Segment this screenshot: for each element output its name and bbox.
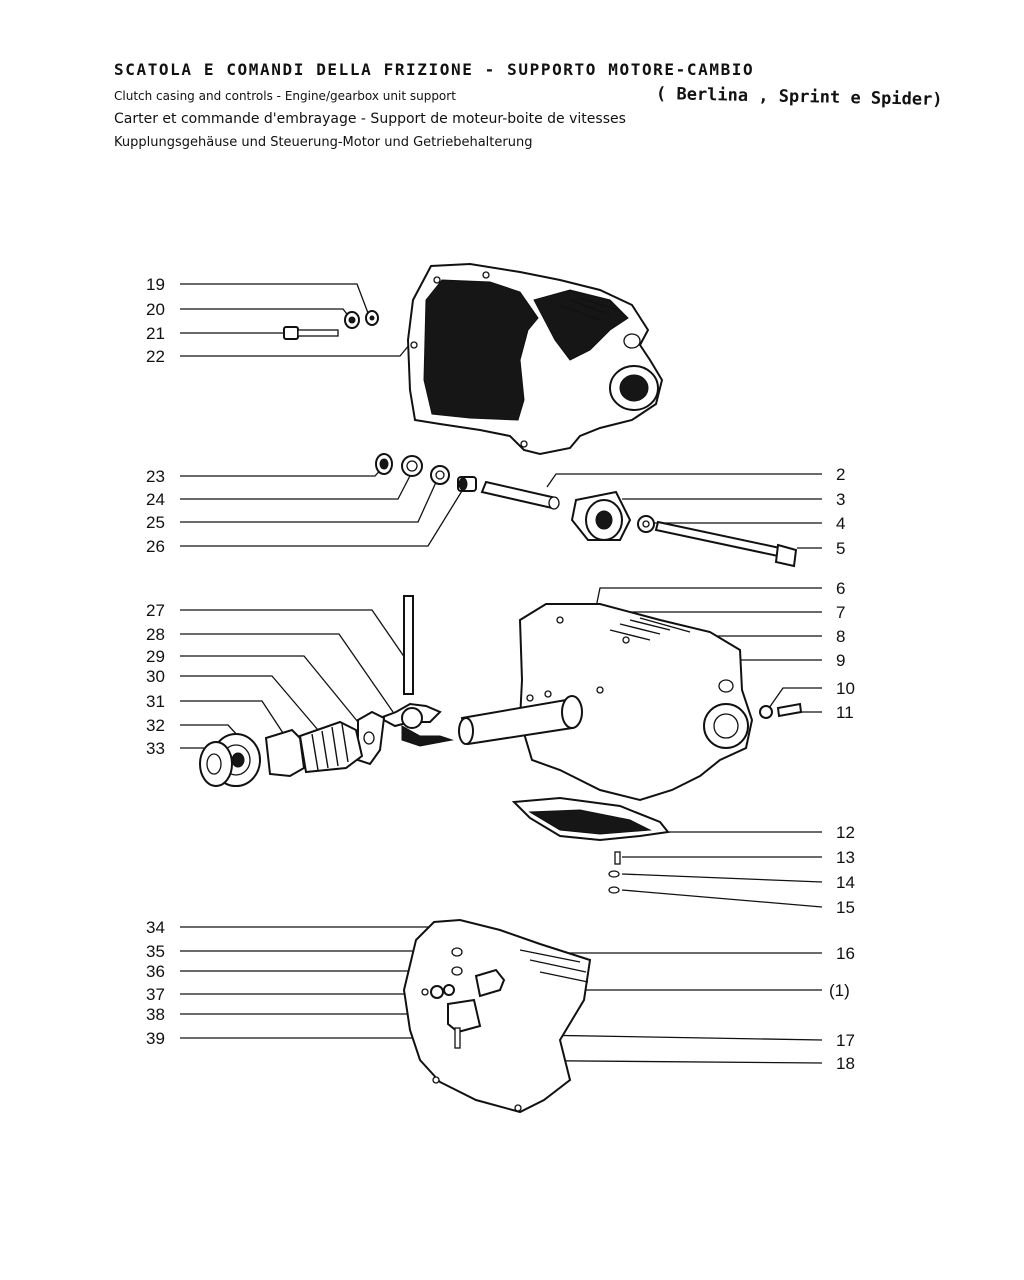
callout-9: 9 (836, 651, 845, 670)
callout-6: 6 (836, 579, 845, 598)
callout-29: 29 (146, 647, 165, 666)
callout-33: 33 (146, 739, 165, 758)
callout-30: 30 (146, 667, 165, 686)
callout-31: 31 (146, 692, 165, 711)
callout-note-1: (1) (829, 981, 850, 1000)
callout-15: 15 (836, 898, 855, 917)
callout-16: 16 (836, 944, 855, 963)
callout-38: 38 (146, 1005, 165, 1024)
callout-10: 10 (836, 679, 855, 698)
callout-3: 3 (836, 490, 845, 509)
callout-25: 25 (146, 513, 165, 532)
callout-20: 20 (146, 300, 165, 319)
leader-lines (180, 283, 823, 1064)
callout-2: 2 (836, 465, 845, 484)
callout-24: 24 (146, 490, 165, 509)
callout-28: 28 (146, 625, 165, 644)
callout-17: 17 (836, 1031, 855, 1050)
callout-37: 37 (146, 985, 165, 1004)
callout-14: 14 (836, 873, 855, 892)
callout-26: 26 (146, 537, 165, 556)
callout-36: 36 (146, 962, 165, 981)
callout-35: 35 (146, 942, 165, 961)
callout-39: 39 (146, 1029, 165, 1048)
callout-numbers: 19 20 21 22 23 24 25 26 27 28 29 30 31 3… (146, 275, 855, 1073)
callout-21: 21 (146, 324, 165, 343)
callout-11: 11 (836, 703, 854, 722)
title-english: Clutch casing and controls - Engine/gear… (114, 89, 456, 103)
callout-12: 12 (836, 823, 855, 842)
callout-13: 13 (836, 848, 855, 867)
cover-plate-group (511, 796, 670, 894)
callout-27: 27 (146, 601, 165, 620)
callout-4: 4 (836, 514, 845, 533)
clutch-casing-upper (406, 262, 664, 456)
callout-19: 19 (146, 275, 165, 294)
engine-mount-group (375, 453, 798, 568)
title-italian: SCATOLA E COMANDI DELLA FRIZIONE - SUPPO… (114, 60, 755, 79)
callout-8: 8 (836, 627, 845, 646)
callout-22: 22 (146, 347, 165, 366)
title-french: Carter et commande d'embrayage - Support… (114, 111, 626, 127)
casing-bracket-group (402, 918, 592, 1114)
callout-18: 18 (836, 1054, 855, 1073)
callout-34: 34 (146, 918, 165, 937)
title-german: Kupplungsgehäuse und Steuerung-Motor und… (114, 135, 533, 150)
clutch-casing-lower (458, 603, 803, 802)
callout-7: 7 (836, 603, 845, 622)
clutch-release-group (199, 595, 454, 787)
callout-23: 23 (146, 467, 165, 486)
casing-bolt-and-washers (283, 310, 379, 340)
callout-5: 5 (836, 539, 845, 558)
callout-32: 32 (146, 716, 165, 735)
